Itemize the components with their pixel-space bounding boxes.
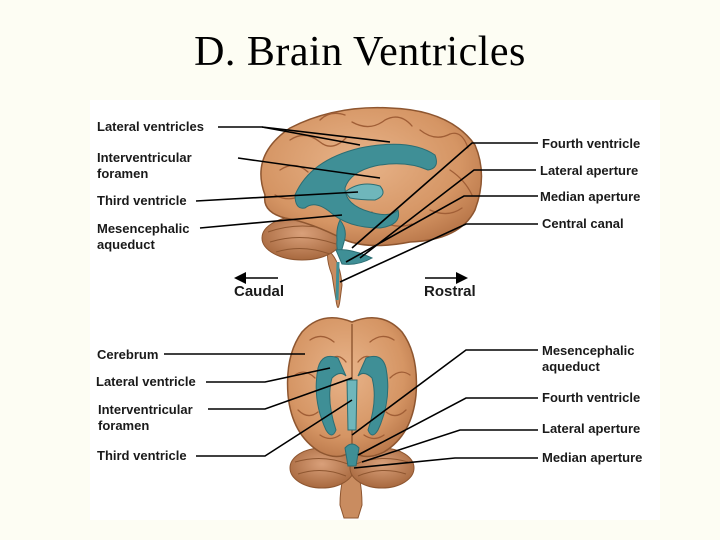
label-lateral-ventricle: Lateral ventricle (96, 374, 196, 389)
third-ventricle-shape (344, 183, 384, 201)
label-interventricular-foramen-bottom-line2: foramen (98, 418, 150, 433)
lateral-ventricle-shape (294, 143, 437, 229)
label-central-canal: Central canal (542, 216, 624, 231)
lateral-ventricle-left (315, 355, 347, 436)
label-rostral: Rostral (424, 283, 476, 300)
label-median-aperture: Median aperture (540, 189, 641, 204)
frontal-brain-view (164, 317, 538, 519)
label-fourth-ventricle: Fourth ventricle (542, 136, 641, 151)
ventricles-figure: Lateral ventricles Interventricular fora… (90, 100, 660, 520)
label-interventricular-foramen-bottom-line1: Interventricular (98, 402, 193, 417)
label-third-ventricle-bottom: Third ventricle (97, 448, 187, 463)
label-lateral-aperture: Lateral aperture (540, 163, 639, 178)
slide-title: D. Brain Ventricles (194, 29, 526, 75)
label-fourth-ventricle-bottom: Fourth ventricle (542, 390, 641, 405)
label-interventricular-foramen-line2: foramen (97, 166, 149, 181)
lateral-ventricle-right (357, 355, 389, 436)
label-interventricular-foramen-line1: Interventricular (97, 150, 192, 165)
label-mesencephalic-aqueduct-bottom-line2: aqueduct (542, 359, 600, 374)
fourth-ventricle-bottom (344, 443, 360, 467)
label-mesencephalic-aqueduct-bottom-line1: Mesencephalic (542, 343, 635, 358)
label-cerebrum: Cerebrum (97, 347, 159, 362)
label-caudal: Caudal (234, 283, 285, 300)
label-mesencephalic-aqueduct-line1: Mesencephalic (97, 221, 190, 236)
lateral-brain-view (195, 106, 538, 308)
third-ventricle-bottom (346, 379, 358, 431)
label-lateral-aperture-bottom: Lateral aperture (542, 421, 641, 436)
label-third-ventricle: Third ventricle (97, 193, 187, 208)
label-mesencephalic-aqueduct-line2: aqueduct (97, 237, 155, 252)
label-lateral-ventricles: Lateral ventricles (97, 119, 204, 134)
central-canal-shape (335, 261, 340, 301)
label-median-aperture-bottom: Median aperture (542, 450, 643, 465)
brain-illustration (164, 106, 538, 519)
